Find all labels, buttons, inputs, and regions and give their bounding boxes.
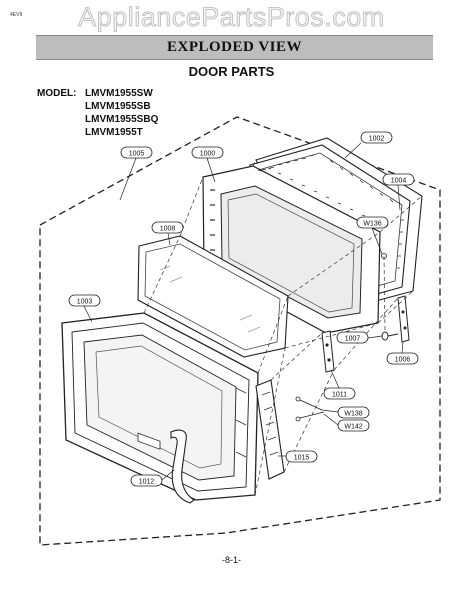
screw-parts (295, 396, 325, 422)
part-1003-door-frame (61, 312, 259, 501)
part-1011-latch (321, 330, 335, 373)
callout-W142: W142 (337, 419, 370, 432)
section-title: DOOR PARTS (188, 64, 275, 79)
callout-label: 1000 (200, 151, 216, 158)
callout-label: 1015 (294, 455, 310, 462)
trim-ribs (261, 391, 279, 456)
callout-label: 1005 (129, 151, 145, 158)
callout-label: 1006 (395, 357, 411, 364)
part-1006-hinge (397, 295, 410, 343)
callout-1012: 1012 (130, 474, 163, 487)
banner-title: EXPLODED VIEW (167, 39, 302, 55)
model-list: MODEL:LMVM1955SW LMVM1955SB LMVM1955SBQ … (37, 87, 158, 139)
callout-1004: 1004 (382, 173, 415, 186)
callout-1006: 1006 (386, 352, 419, 365)
callout-label: 1012 (139, 479, 155, 486)
model-item: LMVM1955SBQ (85, 114, 159, 125)
callout-label: W142 (344, 424, 362, 431)
callout-1015: 1015 (285, 450, 318, 463)
callout-1007: 1007 (336, 331, 369, 344)
callout-1005: 1005 (120, 146, 153, 159)
part-1012-handle (170, 429, 195, 504)
callout-1011: 1011 (323, 387, 356, 400)
model-item: LMVM1955SB (85, 101, 151, 112)
callout-label: 1008 (160, 226, 176, 233)
callout-label: 1002 (369, 136, 385, 143)
assembly-boundary (39, 116, 441, 546)
page-number: -8-1- (221, 555, 241, 565)
model-item: LMVM1955T (85, 127, 143, 138)
callout-1000: 1000 (191, 146, 224, 159)
part-1015-trim (255, 379, 285, 480)
callout-label: 1007 (345, 336, 361, 343)
callout-leaders (83, 142, 404, 481)
watermark: AppliancePartsPros.com (78, 2, 385, 33)
callout-label: 1004 (391, 178, 407, 185)
alignment-lines (143, 159, 423, 496)
part-1007-pin (381, 331, 399, 341)
callout-label: W136 (363, 221, 381, 228)
callout-W138: W138 (337, 406, 370, 419)
callout-1002: 1002 (360, 131, 393, 144)
callout-1003: 1003 (68, 294, 101, 307)
callout-label: 1011 (332, 392, 347, 399)
callout-1008: 1008 (151, 221, 184, 234)
model-item: LMVM1955SW (85, 88, 153, 99)
callout-label: 1003 (77, 299, 93, 306)
title-banner: EXPLODED VIEW (36, 35, 433, 60)
model-label: MODEL: (37, 88, 77, 99)
callout-W136: W136 (356, 216, 389, 229)
document-code: 4EV9 (10, 12, 23, 18)
callout-label: W138 (344, 411, 362, 418)
